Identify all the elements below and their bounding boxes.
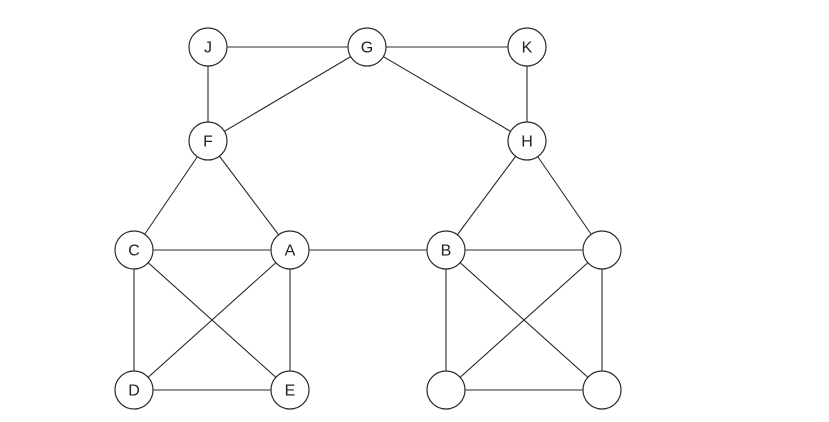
node-h: H [507, 121, 547, 161]
node-circle-j [188, 27, 228, 67]
node-d: D [114, 370, 154, 410]
node-a: A [270, 230, 310, 270]
node-circle-n3 [582, 370, 622, 410]
node-circle-n1 [582, 230, 622, 270]
node-label-c: C [128, 243, 140, 260]
edge-g-h [366, 46, 528, 142]
node-circle-f [188, 121, 228, 161]
node-circle-c [114, 230, 154, 270]
node-circle-e [270, 370, 310, 410]
node-label-f: F [203, 134, 213, 151]
node-f: F [188, 121, 228, 161]
edge-h-n1 [526, 140, 603, 251]
node-n1 [582, 230, 622, 270]
node-j: J [188, 27, 228, 67]
node-circle-b [426, 230, 466, 270]
edge-a-d [133, 249, 291, 391]
node-g: G [347, 27, 387, 67]
edge-f-c [133, 140, 209, 251]
node-circle-h [507, 121, 547, 161]
node-n2 [426, 370, 466, 410]
node-c: C [114, 230, 154, 270]
nodes-group: J G K F H C A B D E [114, 27, 622, 410]
node-label-g: G [361, 40, 373, 57]
node-n3 [582, 370, 622, 410]
node-label-d: D [128, 383, 140, 400]
node-b: B [426, 230, 466, 270]
edge-f-a [207, 140, 291, 251]
edge-g-f [207, 46, 368, 142]
node-label-b: B [441, 243, 452, 260]
edge-n1-n2 [445, 249, 603, 391]
node-circle-g [347, 27, 387, 67]
node-label-k: K [522, 40, 533, 57]
node-circle-k [507, 27, 547, 67]
node-circle-n2 [426, 370, 466, 410]
edge-h-b [445, 140, 528, 251]
node-label-e: E [285, 383, 296, 400]
edges-group [133, 46, 603, 391]
node-label-h: H [521, 134, 533, 151]
node-e: E [270, 370, 310, 410]
node-label-a: A [285, 243, 296, 260]
node-circle-a [270, 230, 310, 270]
node-label-j: J [204, 40, 212, 57]
node-circle-d [114, 370, 154, 410]
node-k: K [507, 27, 547, 67]
